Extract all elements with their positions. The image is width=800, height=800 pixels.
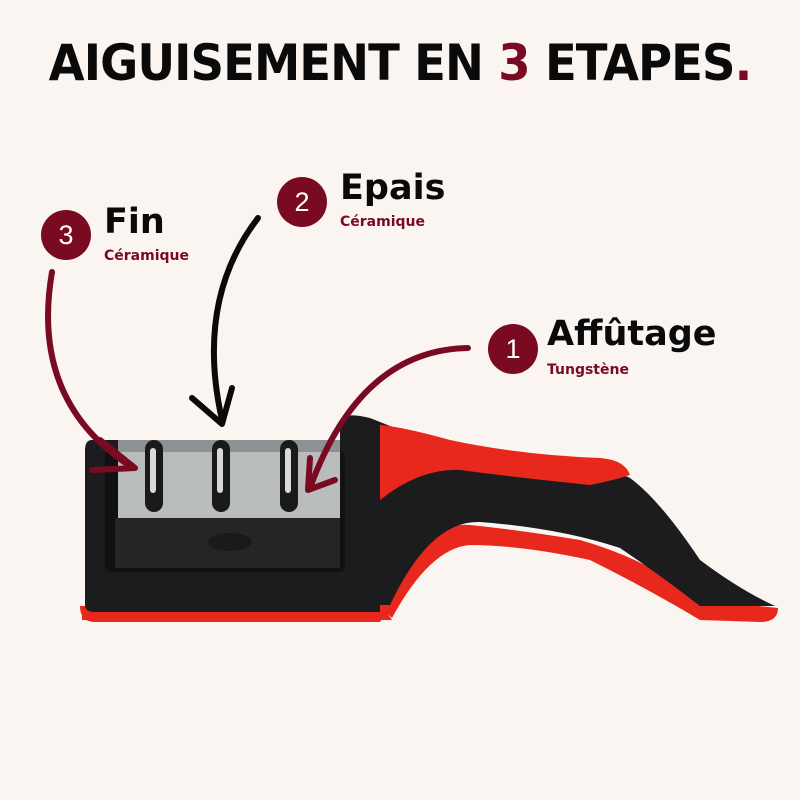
title-main: AIGUISEMENT EN [48,34,484,92]
title-tail: ETAPES [544,34,736,92]
step-3-material: Céramique [104,248,189,264]
step-1-material: Tungstène [547,362,629,378]
step-1-label: Affûtage [547,314,717,354]
step-2-badge: 2 [277,177,327,227]
step-1-badge: 1 [488,324,538,374]
step-2-label: Epais [340,168,446,208]
step-3-label: Fin [104,202,165,242]
page-title: AIGUISEMENT EN 3 ETAPES. [28,34,772,92]
step-2-material: Céramique [340,214,425,230]
title-number: 3 [498,34,530,92]
title-dot: . [734,34,753,92]
step-3-badge: 3 [41,210,91,260]
